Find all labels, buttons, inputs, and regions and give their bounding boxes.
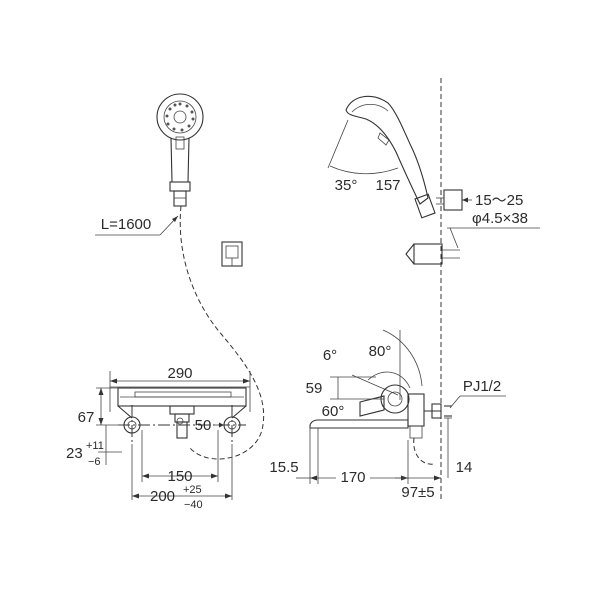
dim-200-minus-text: −40 — [184, 499, 203, 511]
dim-50: 50 — [195, 417, 224, 434]
pipe-thread-callout: PJ1/2 — [449, 378, 506, 409]
dim-200-text: 200 — [150, 488, 175, 505]
lower-holder-side — [405, 243, 460, 265]
dim-14-text: 14 — [456, 459, 473, 476]
screw-text: φ4.5×38 — [472, 210, 528, 227]
dim-59: 59 — [306, 376, 384, 400]
angle-6-text: 6° — [323, 347, 337, 364]
hose-line — [179, 205, 265, 460]
angle-80-text: 80° — [369, 343, 392, 360]
spout — [309, 419, 409, 484]
angle-60-text: 60° — [322, 403, 345, 420]
dim-15-5: 15.5 — [269, 459, 310, 479]
upper-holder-side — [436, 189, 463, 211]
dim-14: 14 — [444, 417, 473, 478]
dim-50-text: 50 — [195, 417, 212, 434]
dim-23: 23 +11 −6 — [66, 425, 122, 468]
spout-170-text: 170 — [340, 469, 365, 486]
dim-170: 170 — [310, 440, 409, 486]
dim-97: 97±5 — [395, 475, 441, 501]
hand-shower-side-view — [345, 95, 436, 219]
mixer-body-front — [110, 386, 250, 444]
dim-59-text: 59 — [306, 380, 323, 397]
dim-23-text: 23 — [66, 445, 83, 462]
spare-holder-icon — [221, 241, 243, 267]
dim-23-minus-text: −6 — [88, 456, 101, 468]
dim-15-25: 15〜25 — [462, 192, 523, 209]
range-15-25-text: 15〜25 — [475, 192, 523, 209]
angle-labels: 6° 80° 60° — [322, 343, 392, 420]
mixer-side-view — [351, 329, 452, 465]
screw-callout: φ4.5×38 — [447, 210, 540, 249]
dim-150: 150 — [141, 430, 219, 485]
hand-shower-front-view — [156, 93, 204, 183]
holder-front-view — [169, 181, 191, 207]
dim-67-text: 67 — [78, 409, 95, 426]
angle-35-text: 35° — [335, 177, 358, 194]
len-157-text: 157 — [375, 177, 400, 194]
hose-length-label: L=1600 — [95, 215, 179, 236]
dim-290: 290 — [109, 365, 251, 412]
dim-150-text: 150 — [167, 468, 192, 485]
dim-67: 67 — [78, 387, 124, 426]
pipe-thread-text: PJ1/2 — [463, 378, 501, 395]
dim-23-plus-text: +11 — [86, 440, 104, 452]
dim-200-plus-text: +25 — [183, 484, 202, 496]
angle-35-dim: 35° 157 — [327, 119, 401, 194]
dim-15-5-text: 15.5 — [269, 459, 298, 476]
dim-97-text: 97±5 — [401, 484, 434, 501]
hose-length-text: L=1600 — [101, 216, 151, 233]
dim-290-text: 290 — [167, 365, 192, 382]
dim-200: 200 +25 −40 — [131, 444, 233, 511]
